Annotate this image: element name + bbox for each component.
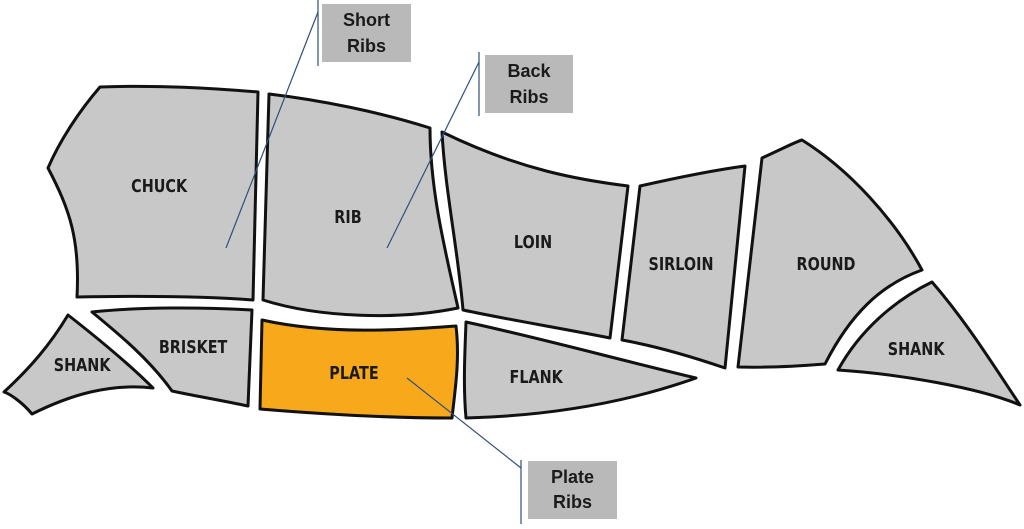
label-rib: RIB [334, 206, 361, 227]
callout-back-ribs-line1: Back [507, 61, 551, 81]
cut-shank-front[interactable] [2, 313, 155, 416]
callout-plate-ribs-line2: Ribs [553, 492, 592, 512]
cut-flank[interactable] [462, 320, 698, 420]
leader-plate-ribs [406, 377, 522, 469]
leader-back-ribs [386, 61, 480, 249]
cut-round[interactable] [736, 138, 924, 369]
cut-rib[interactable] [261, 92, 460, 318]
callout-plate-ribs-line1: Plate [551, 467, 594, 487]
label-brisket: BRISKET [159, 336, 228, 357]
leader-short-ribs [225, 11, 319, 249]
callout-back-ribs: Back Ribs [485, 55, 573, 113]
callout-short-ribs-line2: Ribs [347, 36, 386, 56]
label-shank-rear: SHANK [888, 338, 946, 359]
cut-sirloin[interactable] [620, 164, 747, 370]
label-flank: FLANK [509, 366, 564, 387]
label-sirloin: SIRLOIN [648, 253, 713, 274]
label-plate: PLATE [329, 362, 378, 383]
cut-chuck[interactable] [46, 84, 260, 302]
callout-plate-ribs: Plate Ribs [528, 461, 617, 519]
cut-loin[interactable] [440, 130, 630, 340]
label-loin: LOIN [514, 231, 552, 252]
cut-brisket[interactable] [90, 306, 254, 408]
callout-short-ribs: Short Ribs [322, 4, 411, 62]
callout-short-ribs-line1: Short [343, 10, 390, 30]
callout-back-ribs-line2: Ribs [509, 87, 548, 107]
label-round: ROUND [797, 253, 856, 274]
label-chuck: CHUCK [131, 175, 188, 196]
cut-plate[interactable] [258, 318, 459, 420]
cut-shank-rear[interactable] [836, 280, 1022, 407]
label-shank-front: SHANK [54, 354, 112, 375]
